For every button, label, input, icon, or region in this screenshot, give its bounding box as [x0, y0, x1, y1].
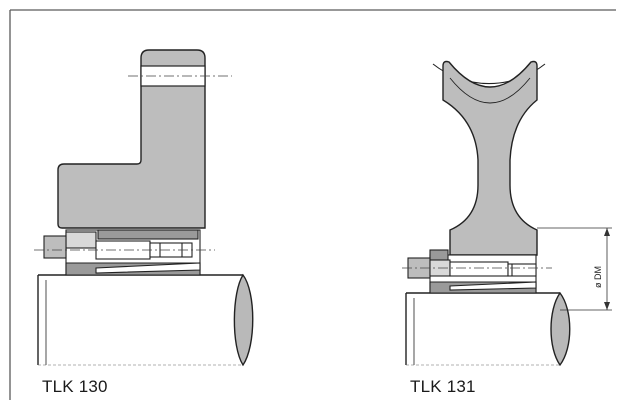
tlk130-locking-assembly — [34, 229, 215, 276]
dm-dimension-label: ø DM — [593, 266, 603, 288]
dm-dimension — [537, 227, 612, 311]
tlk131-locking-assembly — [402, 249, 552, 294]
tlk130-assembly — [34, 49, 254, 367]
tlk131-assembly: ø DM — [402, 60, 612, 367]
drawing-frame — [9, 9, 616, 400]
caption-tlk131: TLK 131 — [410, 377, 476, 396]
tlk130-top-bore — [128, 65, 232, 87]
tlk131-shaft — [405, 291, 571, 367]
tlk130-shaft — [37, 273, 254, 367]
tlk131-hub-groove — [449, 77, 531, 104]
caption-tlk130: TLK 130 — [42, 377, 108, 396]
tlk131-hub-body — [442, 60, 538, 256]
tlk130-hub-body — [57, 49, 206, 229]
